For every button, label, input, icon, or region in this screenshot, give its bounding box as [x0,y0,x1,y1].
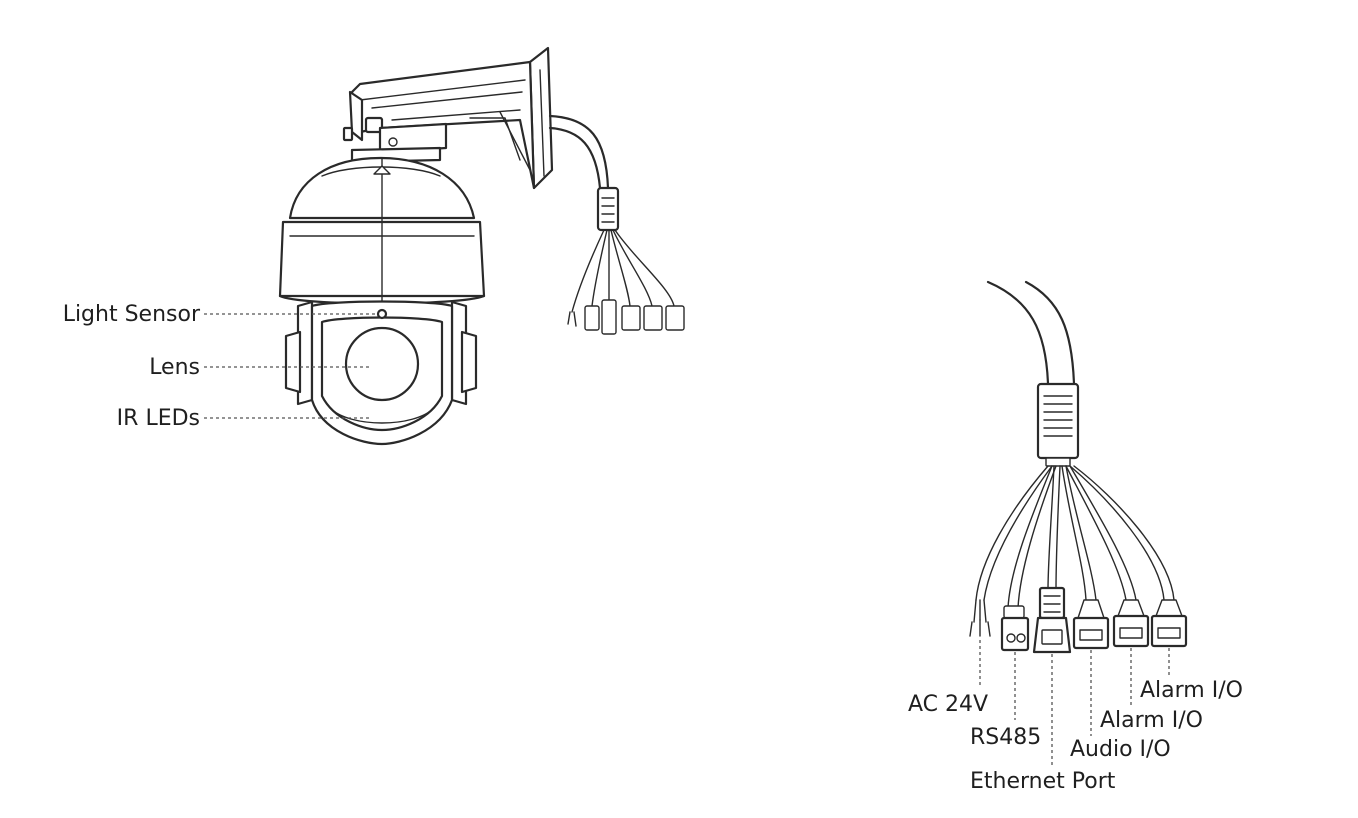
mount-screw [388,137,398,147]
light-sensor-label: Light Sensor [63,302,201,327]
lens [344,326,420,402]
lens-label: Lens [149,355,200,380]
camera-cable-bundle [548,114,685,335]
alarm-io-2-connector [1150,599,1188,648]
wall-mount-bracket [342,46,554,190]
light-sensor [376,308,388,320]
cable-junction [1036,382,1080,467]
ac-24v-label: AC 24V [908,692,988,717]
alarm-io-1-label: Alarm I/O [1100,708,1203,733]
ethernet-port-connector [1032,586,1072,654]
audio-io-connector [1072,599,1110,650]
audio-io-label: Audio I/O [1070,737,1171,762]
cable-detail: AC 24V RS485 Ethernet Port Audio I/O Ala… [908,280,1243,794]
ac-24v-connector [969,599,991,637]
ptz-camera: Light Sensor Lens IR LEDs [63,46,685,446]
alarm-io-1-connector [1112,599,1150,648]
ethernet-port-label: Ethernet Port [970,769,1116,794]
rs485-connector [1000,605,1030,652]
mount-latch [364,116,384,134]
rs485-label: RS485 [970,725,1041,750]
dome-housing [278,146,486,305]
ir-leds-label: IR LEDs [117,406,200,431]
camera-head [284,300,478,446]
fanout-wires [975,465,1175,609]
alarm-io-2-label: Alarm I/O [1140,678,1243,703]
